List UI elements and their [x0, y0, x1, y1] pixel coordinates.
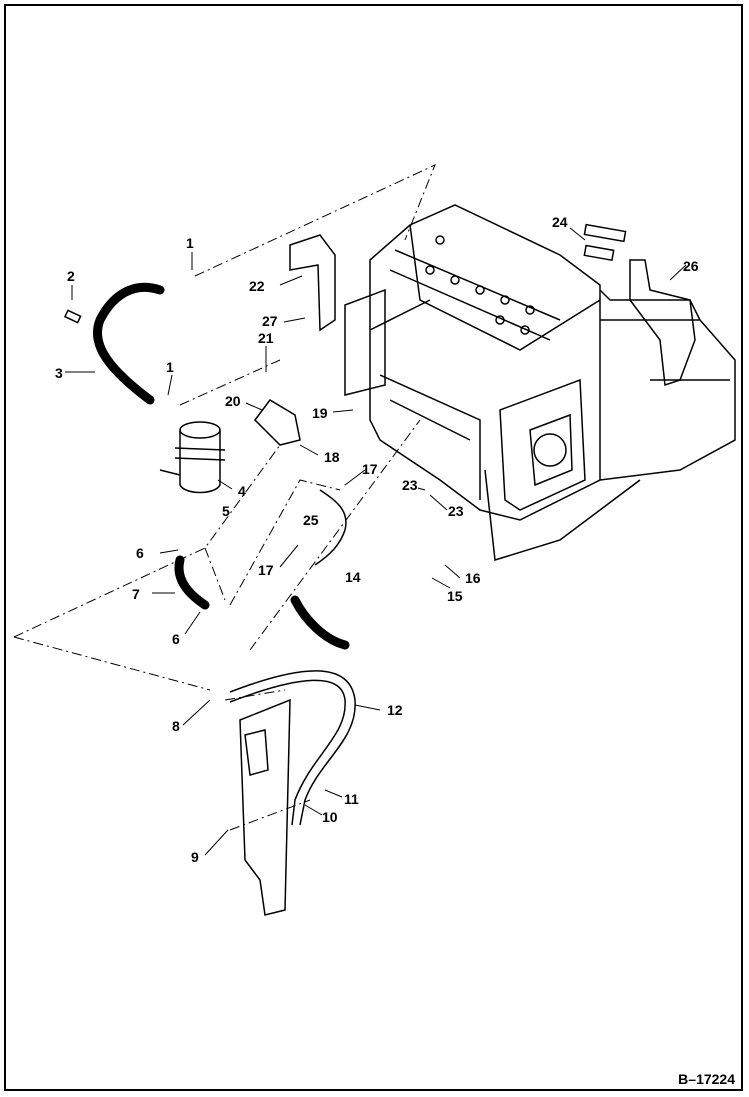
callout-17-lower: 17	[258, 562, 274, 578]
assembly-dashdot-lines	[13, 164, 436, 831]
callout-23-right: 23	[448, 503, 464, 519]
callout-9: 9	[191, 849, 199, 865]
callout-6-upper: 6	[136, 545, 144, 561]
diagram-frame	[4, 4, 743, 1091]
callout-17-upper: 17	[362, 461, 378, 477]
callout-labels: 1 1 2 3 4 5 6 6 7 8 9 10 11 12 14 15 16 …	[55, 214, 699, 865]
callout-6-lower: 6	[172, 631, 180, 647]
frame-rail	[239, 698, 291, 916]
hose-assembly	[290, 595, 350, 650]
callout-12: 12	[387, 702, 403, 718]
callout-5: 5	[222, 503, 230, 519]
bracket-20	[254, 399, 301, 446]
callout-4: 4	[238, 483, 246, 499]
callout-15: 15	[447, 588, 463, 604]
callout-22: 22	[249, 278, 265, 294]
hose-7	[174, 555, 210, 610]
callout-26: 26	[683, 258, 699, 274]
callout-10: 10	[322, 809, 338, 825]
callout-27: 27	[262, 313, 278, 329]
callout-8: 8	[172, 718, 180, 734]
bracket-22	[289, 234, 336, 332]
callout-3: 3	[55, 365, 63, 381]
callout-leaders	[65, 227, 687, 856]
callout-19: 19	[312, 405, 328, 421]
callout-1-lower: 1	[166, 359, 174, 375]
tube-25	[314, 489, 347, 566]
callout-21: 21	[258, 330, 274, 346]
callout-25: 25	[303, 512, 319, 528]
callout-23-left: 23	[402, 477, 418, 493]
callout-7: 7	[132, 586, 140, 602]
callout-24: 24	[552, 214, 568, 230]
hose-3	[92, 282, 165, 405]
callout-1-upper: 1	[186, 235, 194, 251]
bracket-26	[629, 259, 696, 387]
callout-14: 14	[345, 569, 361, 585]
callout-2: 2	[67, 268, 75, 284]
hose-12	[229, 670, 356, 826]
hose-12-inner	[229, 679, 346, 826]
plugs-24	[583, 223, 627, 262]
callout-20: 20	[225, 393, 241, 409]
callout-18: 18	[324, 449, 340, 465]
figure-id: B–17224	[678, 1071, 735, 1087]
callout-16: 16	[465, 570, 481, 586]
filter-canister-5	[159, 421, 226, 494]
fitting-2	[63, 309, 82, 324]
callout-11: 11	[344, 791, 359, 807]
engine-block	[344, 204, 736, 561]
